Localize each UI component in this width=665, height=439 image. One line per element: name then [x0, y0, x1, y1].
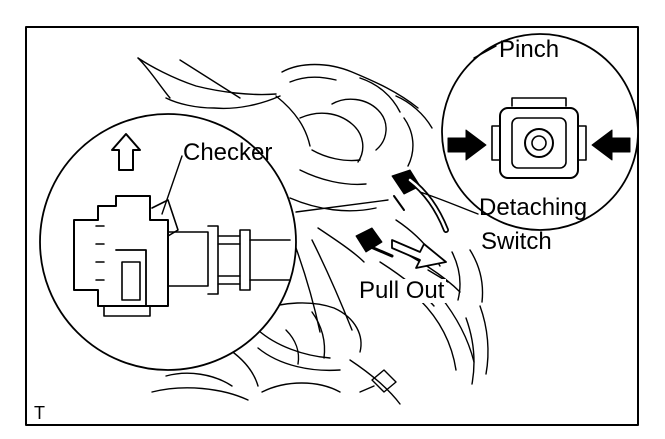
engine-sketch	[137, 57, 489, 405]
corner-code-label: T	[34, 403, 45, 423]
pinch-detail	[441, 33, 639, 231]
pull-out-arrow-icon	[391, 239, 447, 269]
detaching-leader	[419, 191, 479, 215]
pull-out-label: Pull Out	[357, 277, 447, 304]
checker-up-arrow-icon	[111, 133, 141, 171]
pinch-arrow-right-icon	[447, 129, 487, 161]
pinch-arrow-left-icon	[591, 129, 631, 161]
connector-sketch	[355, 169, 449, 258]
pinch-leader	[473, 45, 497, 59]
checker-detail	[39, 113, 297, 371]
checker-label: Checker	[183, 139, 273, 166]
detaching-switch-label-line2: Switch	[481, 228, 552, 255]
pinch-label: Pinch	[499, 36, 560, 63]
detaching-switch-label-line1: Detaching	[479, 194, 588, 221]
